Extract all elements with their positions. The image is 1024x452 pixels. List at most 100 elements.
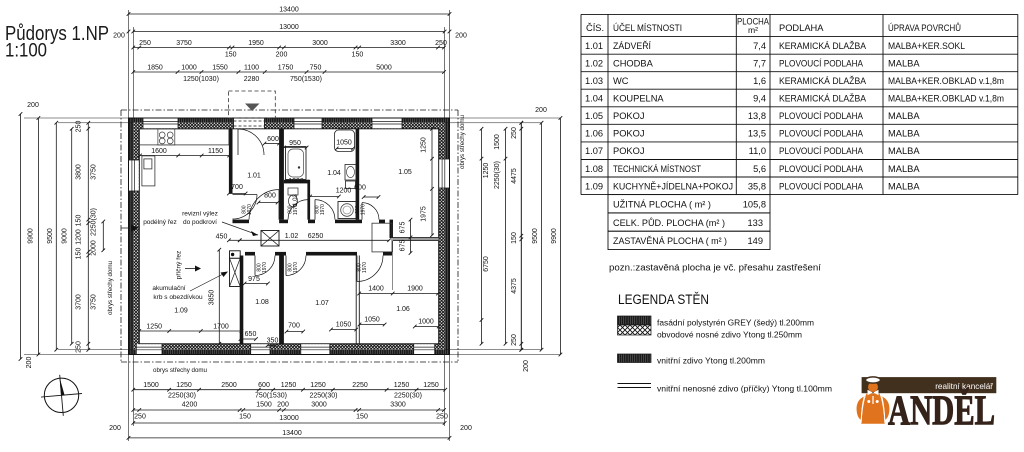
svg-text:do podkroví: do podkroví [183, 219, 217, 226]
svg-text:obrys střechy domu: obrys střechy domu [459, 114, 466, 169]
svg-text:ZASTAVĚNÁ PLOCHA ( m² ): ZASTAVĚNÁ PLOCHA ( m² ) [613, 236, 727, 246]
svg-text:9000: 9000 [62, 228, 69, 244]
svg-text:600: 600 [267, 136, 279, 143]
svg-text:675: 675 [400, 222, 407, 234]
svg-text:200: 200 [113, 33, 125, 40]
svg-text:1500: 1500 [143, 382, 159, 389]
svg-text:ANDĚL: ANDĚL [888, 388, 995, 435]
svg-text:675: 675 [400, 240, 407, 252]
svg-text:1.05: 1.05 [398, 169, 412, 176]
svg-text:PLOCHA: PLOCHA [737, 17, 769, 27]
svg-text:7,4: 7,4 [753, 41, 766, 51]
svg-text:1970: 1970 [320, 204, 326, 215]
svg-text:600: 600 [258, 382, 270, 389]
svg-text:250: 250 [76, 341, 83, 353]
svg-text:1050: 1050 [336, 322, 352, 329]
svg-text:PLOVOUCÍ PODLAHA: PLOVOUCÍ PODLAHA [779, 129, 864, 139]
svg-text:MALBA+KER.OBKLAD v.1,8m: MALBA+KER.OBKLAD v.1,8m [888, 94, 1004, 104]
svg-text:MALBA+KER.SOKL: MALBA+KER.SOKL [888, 41, 965, 51]
svg-text:MALBA: MALBA [888, 59, 920, 69]
svg-text:5,6: 5,6 [753, 164, 766, 174]
svg-text:1000: 1000 [418, 319, 434, 326]
svg-text:250: 250 [76, 121, 83, 133]
svg-text:ZÁDVEŘÍ: ZÁDVEŘÍ [613, 41, 651, 51]
svg-text:1.04: 1.04 [327, 170, 341, 177]
svg-text:krb s obezdívkou: krb s obezdívkou [153, 294, 203, 301]
svg-text:POKOJ: POKOJ [613, 111, 645, 121]
svg-text:PLOVOUCÍ PODLAHA: PLOVOUCÍ PODLAHA [779, 146, 864, 156]
svg-text:700: 700 [231, 184, 243, 191]
svg-text:1.08: 1.08 [255, 299, 269, 306]
svg-text:1970: 1970 [247, 204, 253, 215]
svg-text:9500: 9500 [47, 228, 54, 244]
svg-text:1970: 1970 [361, 204, 367, 215]
svg-text:149: 149 [747, 236, 763, 246]
svg-text:13,5: 13,5 [748, 129, 766, 139]
svg-text:1970: 1970 [293, 204, 299, 215]
svg-text:150: 150 [76, 248, 83, 260]
svg-text:revizní výlez: revizní výlez [182, 211, 218, 218]
svg-text:1250: 1250 [281, 382, 297, 389]
svg-text:800: 800 [355, 205, 361, 214]
svg-text:9500: 9500 [532, 228, 539, 244]
svg-text:1050: 1050 [336, 140, 352, 147]
svg-text:2250(30): 2250(30) [394, 393, 422, 400]
svg-text:PLOVOUCÍ PODLAHA: PLOVOUCÍ PODLAHA [779, 111, 864, 121]
svg-text:800: 800 [357, 263, 363, 272]
svg-text:MALBA: MALBA [888, 164, 920, 174]
svg-text:fasádní polystyrén GREY (še: fasádní polystyrén GREY (šedý) tl.200mm [657, 318, 814, 328]
svg-text:9900: 9900 [28, 228, 35, 244]
svg-text:1250: 1250 [423, 382, 439, 389]
svg-text:150: 150 [511, 232, 518, 244]
svg-text:800: 800 [264, 193, 276, 200]
svg-text:1.08: 1.08 [585, 164, 603, 174]
svg-text:2000: 2000 [91, 240, 98, 256]
svg-text:9,4: 9,4 [753, 94, 766, 104]
svg-text:250: 250 [134, 414, 146, 421]
svg-text:2250: 2250 [352, 382, 368, 389]
svg-text:200: 200 [276, 52, 288, 59]
svg-text:1400: 1400 [368, 286, 384, 293]
svg-text:KERAMICKÁ DLAŽBA: KERAMICKÁ DLAŽBA [779, 76, 867, 86]
svg-text:4200: 4200 [182, 402, 198, 409]
svg-text:750(1530): 750(1530) [255, 393, 287, 400]
svg-text:1.02: 1.02 [585, 59, 603, 69]
svg-text:11,0: 11,0 [749, 146, 766, 156]
svg-text:POKOJ: POKOJ [613, 146, 645, 156]
svg-text:3000: 3000 [311, 402, 327, 409]
svg-text:LEGENDA STĚN: LEGENDA STĚN [618, 292, 709, 307]
svg-text:3750: 3750 [91, 164, 98, 180]
svg-text:1750: 1750 [278, 65, 294, 72]
svg-text:1100: 1100 [244, 65, 259, 72]
svg-text:1250: 1250 [421, 137, 428, 153]
svg-text:1.06: 1.06 [585, 129, 603, 139]
svg-text:Půdorys 1.NP: Půdorys 1.NP [5, 23, 109, 45]
svg-text:150: 150 [352, 52, 364, 59]
svg-text:MALBA: MALBA [888, 181, 920, 191]
svg-text:obrys střechy domu: obrys střechy domu [153, 367, 208, 374]
svg-text:1970: 1970 [262, 262, 268, 273]
svg-text:1,6: 1,6 [753, 76, 766, 86]
svg-text:2250(30): 2250(30) [309, 393, 337, 400]
svg-text:250: 250 [435, 40, 447, 47]
svg-text:obrys střechy domu: obrys střechy domu [107, 260, 114, 315]
svg-text:200: 200 [535, 107, 547, 114]
svg-text:800: 800 [315, 205, 321, 214]
svg-text:ÚPRAVA POVRCHŮ: ÚPRAVA POVRCHŮ [888, 22, 961, 33]
svg-text:2280: 2280 [244, 76, 260, 83]
svg-text:800: 800 [288, 263, 294, 272]
svg-text:4475: 4475 [511, 168, 518, 184]
svg-text:1.09: 1.09 [174, 308, 188, 315]
svg-text:3750: 3750 [176, 40, 192, 47]
svg-text:1900: 1900 [407, 286, 423, 293]
svg-text:vnitřní nenosné zdivo (příč: vnitřní nenosné zdivo (příčky) Ytong tl.… [657, 384, 832, 394]
svg-text:950: 950 [289, 140, 301, 147]
svg-text:250: 250 [436, 414, 448, 421]
svg-text:KERAMICKÁ DLAŽBA: KERAMICKÁ DLAŽBA [779, 41, 867, 51]
svg-text:150: 150 [239, 414, 251, 421]
svg-text:5000: 5000 [376, 65, 392, 72]
svg-text:3850: 3850 [209, 290, 216, 306]
svg-text:CHODBA: CHODBA [613, 59, 654, 69]
svg-text:200: 200 [277, 402, 289, 409]
svg-text:1000: 1000 [288, 178, 304, 185]
